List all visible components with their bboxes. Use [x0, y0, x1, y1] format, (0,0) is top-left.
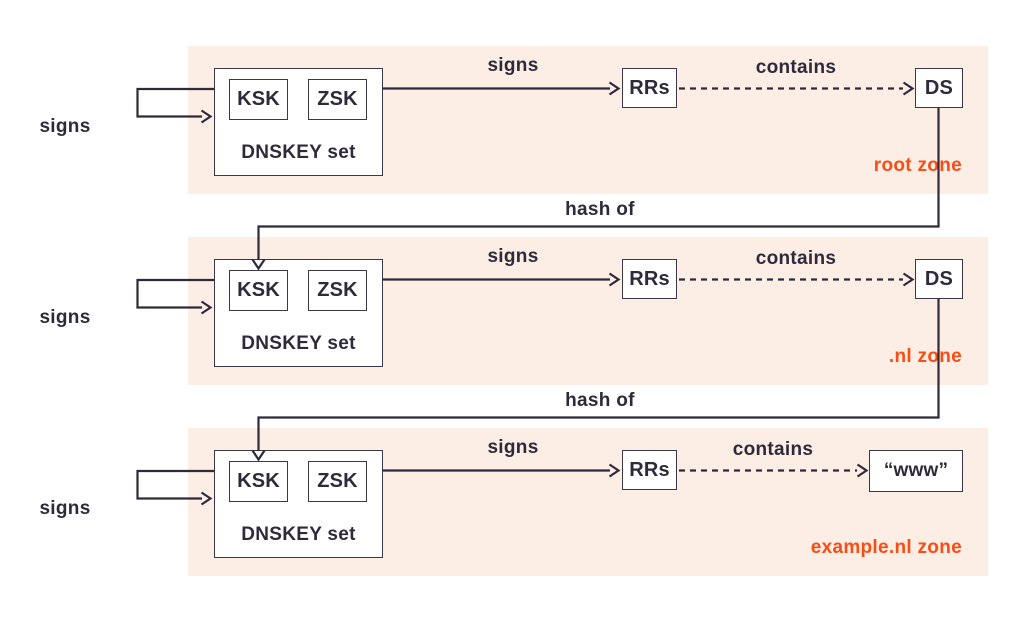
ds-box: DS: [915, 259, 963, 299]
hash-of-label: hash of: [565, 390, 635, 411]
www-record-box: “www”: [869, 450, 963, 492]
rrs-box: RRs: [622, 259, 677, 299]
rrs-box: RRs: [622, 68, 677, 108]
self-signs-label: signs: [39, 116, 91, 137]
zsk-box: ZSK: [308, 270, 367, 311]
zone-label-nl: .nl zone: [888, 346, 962, 367]
contains-label: contains: [732, 439, 814, 460]
zone-label-example-nl: example.nl zone: [810, 537, 962, 558]
signs-arrow-label: signs: [487, 437, 539, 458]
ds-box: DS: [915, 68, 963, 108]
signs-arrow-label: signs: [487, 55, 539, 76]
self-signs-label: signs: [39, 307, 91, 328]
dnskey-set-label: DNSKEY set: [241, 142, 356, 163]
ksk-box: KSK: [229, 270, 288, 311]
dnskey-set-label: DNSKEY set: [241, 333, 356, 354]
zone-label-root: root zone: [873, 155, 962, 176]
rrs-box: RRs: [622, 450, 677, 490]
contains-label: contains: [755, 57, 837, 78]
ksk-box: KSK: [229, 461, 288, 502]
zsk-box: ZSK: [308, 79, 367, 120]
ksk-box: KSK: [229, 79, 288, 120]
contains-label: contains: [755, 248, 837, 269]
self-signs-label: signs: [39, 498, 91, 519]
zsk-box: ZSK: [308, 461, 367, 502]
signs-arrow-label: signs: [487, 246, 539, 267]
hash-of-label: hash of: [565, 199, 635, 220]
dnskey-set-label: DNSKEY set: [241, 524, 356, 545]
